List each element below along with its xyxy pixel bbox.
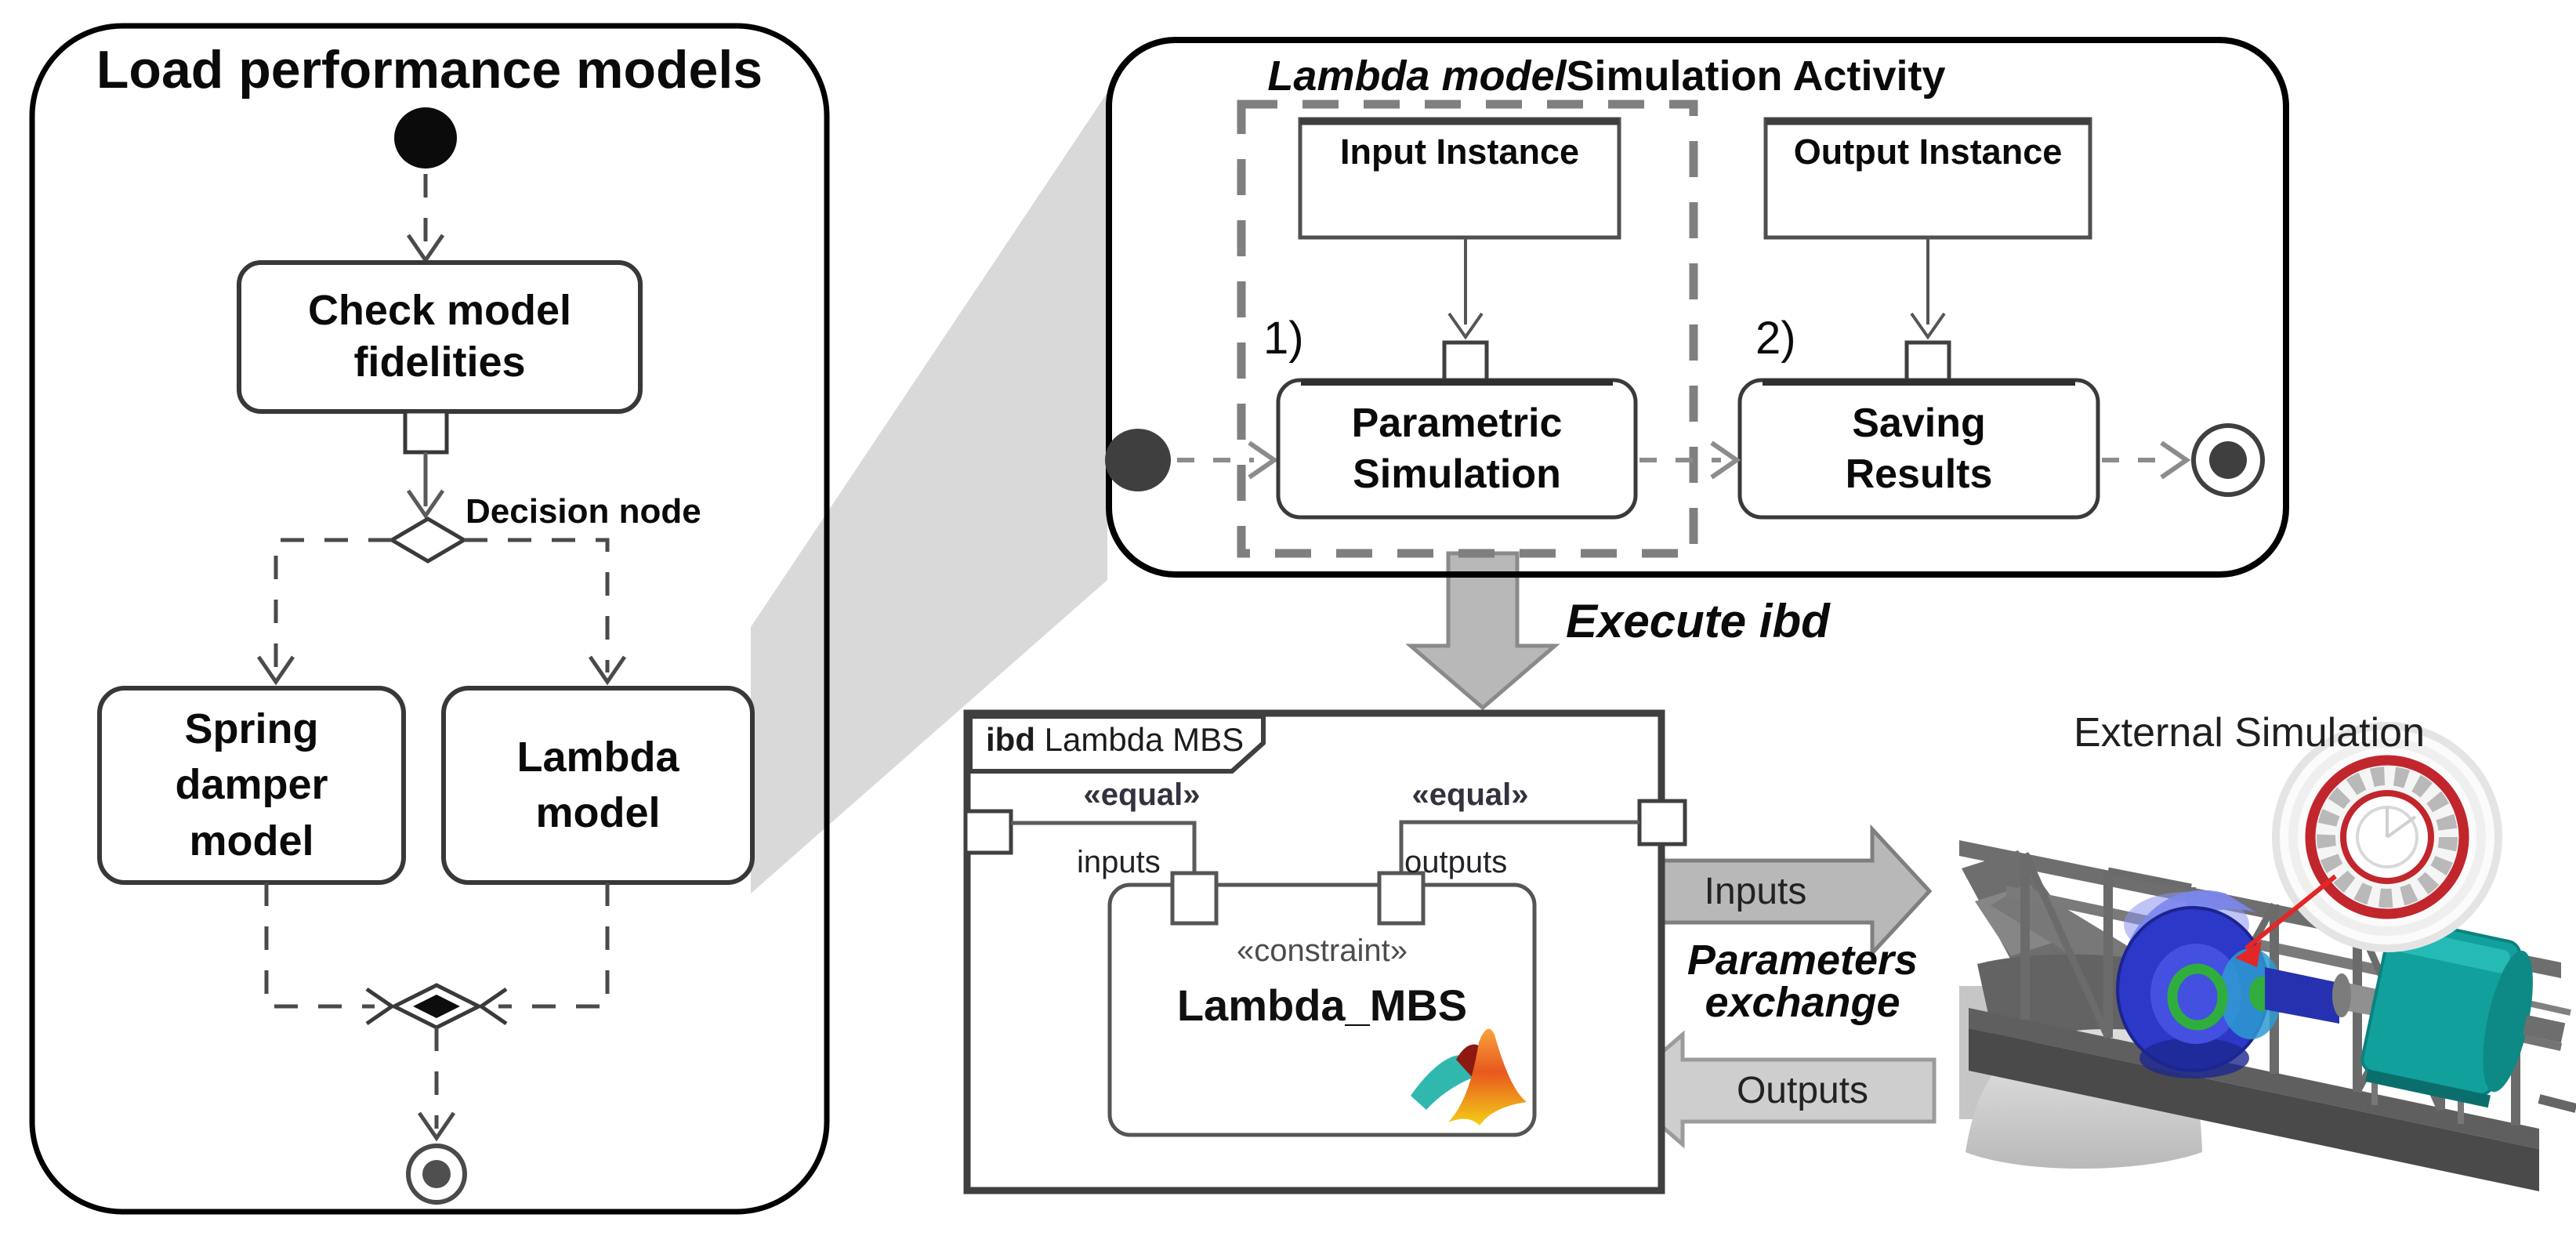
ibd-tab-label: ibd Lambda MBS (986, 721, 1268, 768)
constraint-box (1107, 883, 1537, 1137)
ibd-frame-tab (968, 714, 1266, 774)
ibd-tab-keyword: ibd (986, 721, 1035, 758)
activity-title-rest-part: Simulation Activity (1566, 53, 1946, 100)
arrowhead-right-icon (1710, 440, 1741, 480)
parameters-exchange-label: Parameters exchange (1687, 937, 1918, 1026)
spring-damper-box (97, 686, 406, 885)
ibd-left-port (963, 809, 1013, 855)
arrowhead-right-icon (2160, 440, 2191, 480)
ibd-frame-group (963, 709, 1687, 1194)
inputs-port-label: inputs (1077, 845, 1161, 879)
activity-final-node-dot (2209, 441, 2247, 479)
arrowhead-down-icon (406, 489, 445, 520)
ibd-right-port (1637, 799, 1687, 846)
saving-input-pin (1904, 340, 1951, 384)
arrowhead-down-icon (1447, 312, 1484, 340)
initial-node (394, 107, 457, 169)
simulation-activity-flow (1105, 100, 2265, 558)
constraint-outputs-pin (1377, 871, 1426, 926)
arrowhead-right-icon (1248, 440, 1279, 480)
activity-title-italic-part: Lambda model (1267, 53, 1567, 100)
matlab-logo-icon (1411, 1028, 1527, 1125)
constraint-inputs-pin (1170, 871, 1219, 926)
external-simulation-title: External Simulation (2074, 710, 2425, 756)
load-models-panel-frame (29, 23, 830, 1215)
external-simulation-render (1959, 722, 2576, 1191)
ibd-tab-name: Lambda MBS (1034, 721, 1245, 758)
activity-initial-node (1105, 429, 1171, 491)
execute-ibd-arrow (1405, 551, 1560, 711)
inputs-arrow (1628, 824, 1933, 959)
merge-node-inner-diamond (413, 995, 460, 1018)
load-models-flow (97, 107, 755, 1205)
structured-node-dashed-box (1237, 100, 1698, 558)
activity-panel-title: Lambda model Simulation Activity (1144, 49, 2069, 103)
inputs-arrow-label: Inputs (1704, 870, 1807, 912)
step1-label: 1) (1263, 313, 1304, 364)
left-panel-title: Load performance models (96, 40, 763, 100)
constraint-name-label: Lambda_MBS (1176, 980, 1468, 1030)
check-model-label: Check model fidelities (307, 287, 572, 386)
red-arrowhead-icon (2235, 941, 2262, 967)
lambda-model-box (441, 686, 755, 885)
saving-results-label: Saving Results (1845, 400, 1993, 497)
gearbox-blue (2116, 890, 2339, 1078)
bearing-callout (2235, 722, 2502, 967)
output-instance-box (1763, 117, 2092, 240)
final-node-dot (422, 1160, 451, 1188)
equal-right-label: «equal» (1411, 777, 1529, 812)
check-model-pin (403, 409, 449, 455)
arrowhead-down-icon (417, 1111, 456, 1142)
input-instance-label: Input Instance (1339, 132, 1580, 172)
zoom-beam (751, 92, 1107, 893)
output-instance-label: Output Instance (1793, 132, 2063, 172)
parametric-simulation-label: Parametric Simulation (1351, 400, 1563, 497)
lambda-model-label: Lambda model (516, 733, 679, 836)
constraint-stereotype-label: «constraint» (1237, 933, 1408, 968)
outputs-port-label: outputs (1404, 845, 1508, 879)
decision-node-label: Decision node (466, 492, 701, 531)
parametric-input-pin (1442, 340, 1489, 384)
spring-damper-label: Spring damper model (175, 705, 328, 864)
outputs-arrow-label: Outputs (1736, 1069, 1869, 1111)
execute-ibd-label: Execute ibd (1566, 595, 1830, 647)
step2-label: 2) (1755, 313, 1796, 364)
arrowhead-down-icon (1910, 312, 1946, 340)
input-instance-box (1298, 117, 1621, 240)
arrowhead-down-icon (588, 655, 627, 686)
arrowhead-down-icon (256, 655, 295, 686)
equal-left-label: «equal» (1083, 777, 1201, 812)
simulation-activity-panel-frame (1106, 37, 2289, 578)
decision-node-diamond (388, 517, 468, 564)
